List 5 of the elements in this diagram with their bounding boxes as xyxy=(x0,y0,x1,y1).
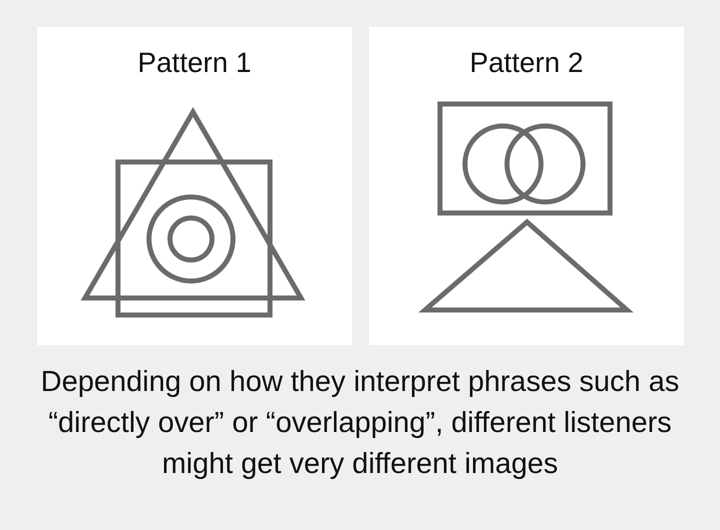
panel-card xyxy=(369,27,684,345)
panel-title: Pattern 1 xyxy=(136,47,252,79)
caption: Depending on how they interpret phrases such as “directly over” or “overlapping”, different listeners might get very different images xyxy=(40,365,680,482)
panel-title: Pattern 2 xyxy=(468,47,584,79)
panel-card xyxy=(37,27,352,345)
